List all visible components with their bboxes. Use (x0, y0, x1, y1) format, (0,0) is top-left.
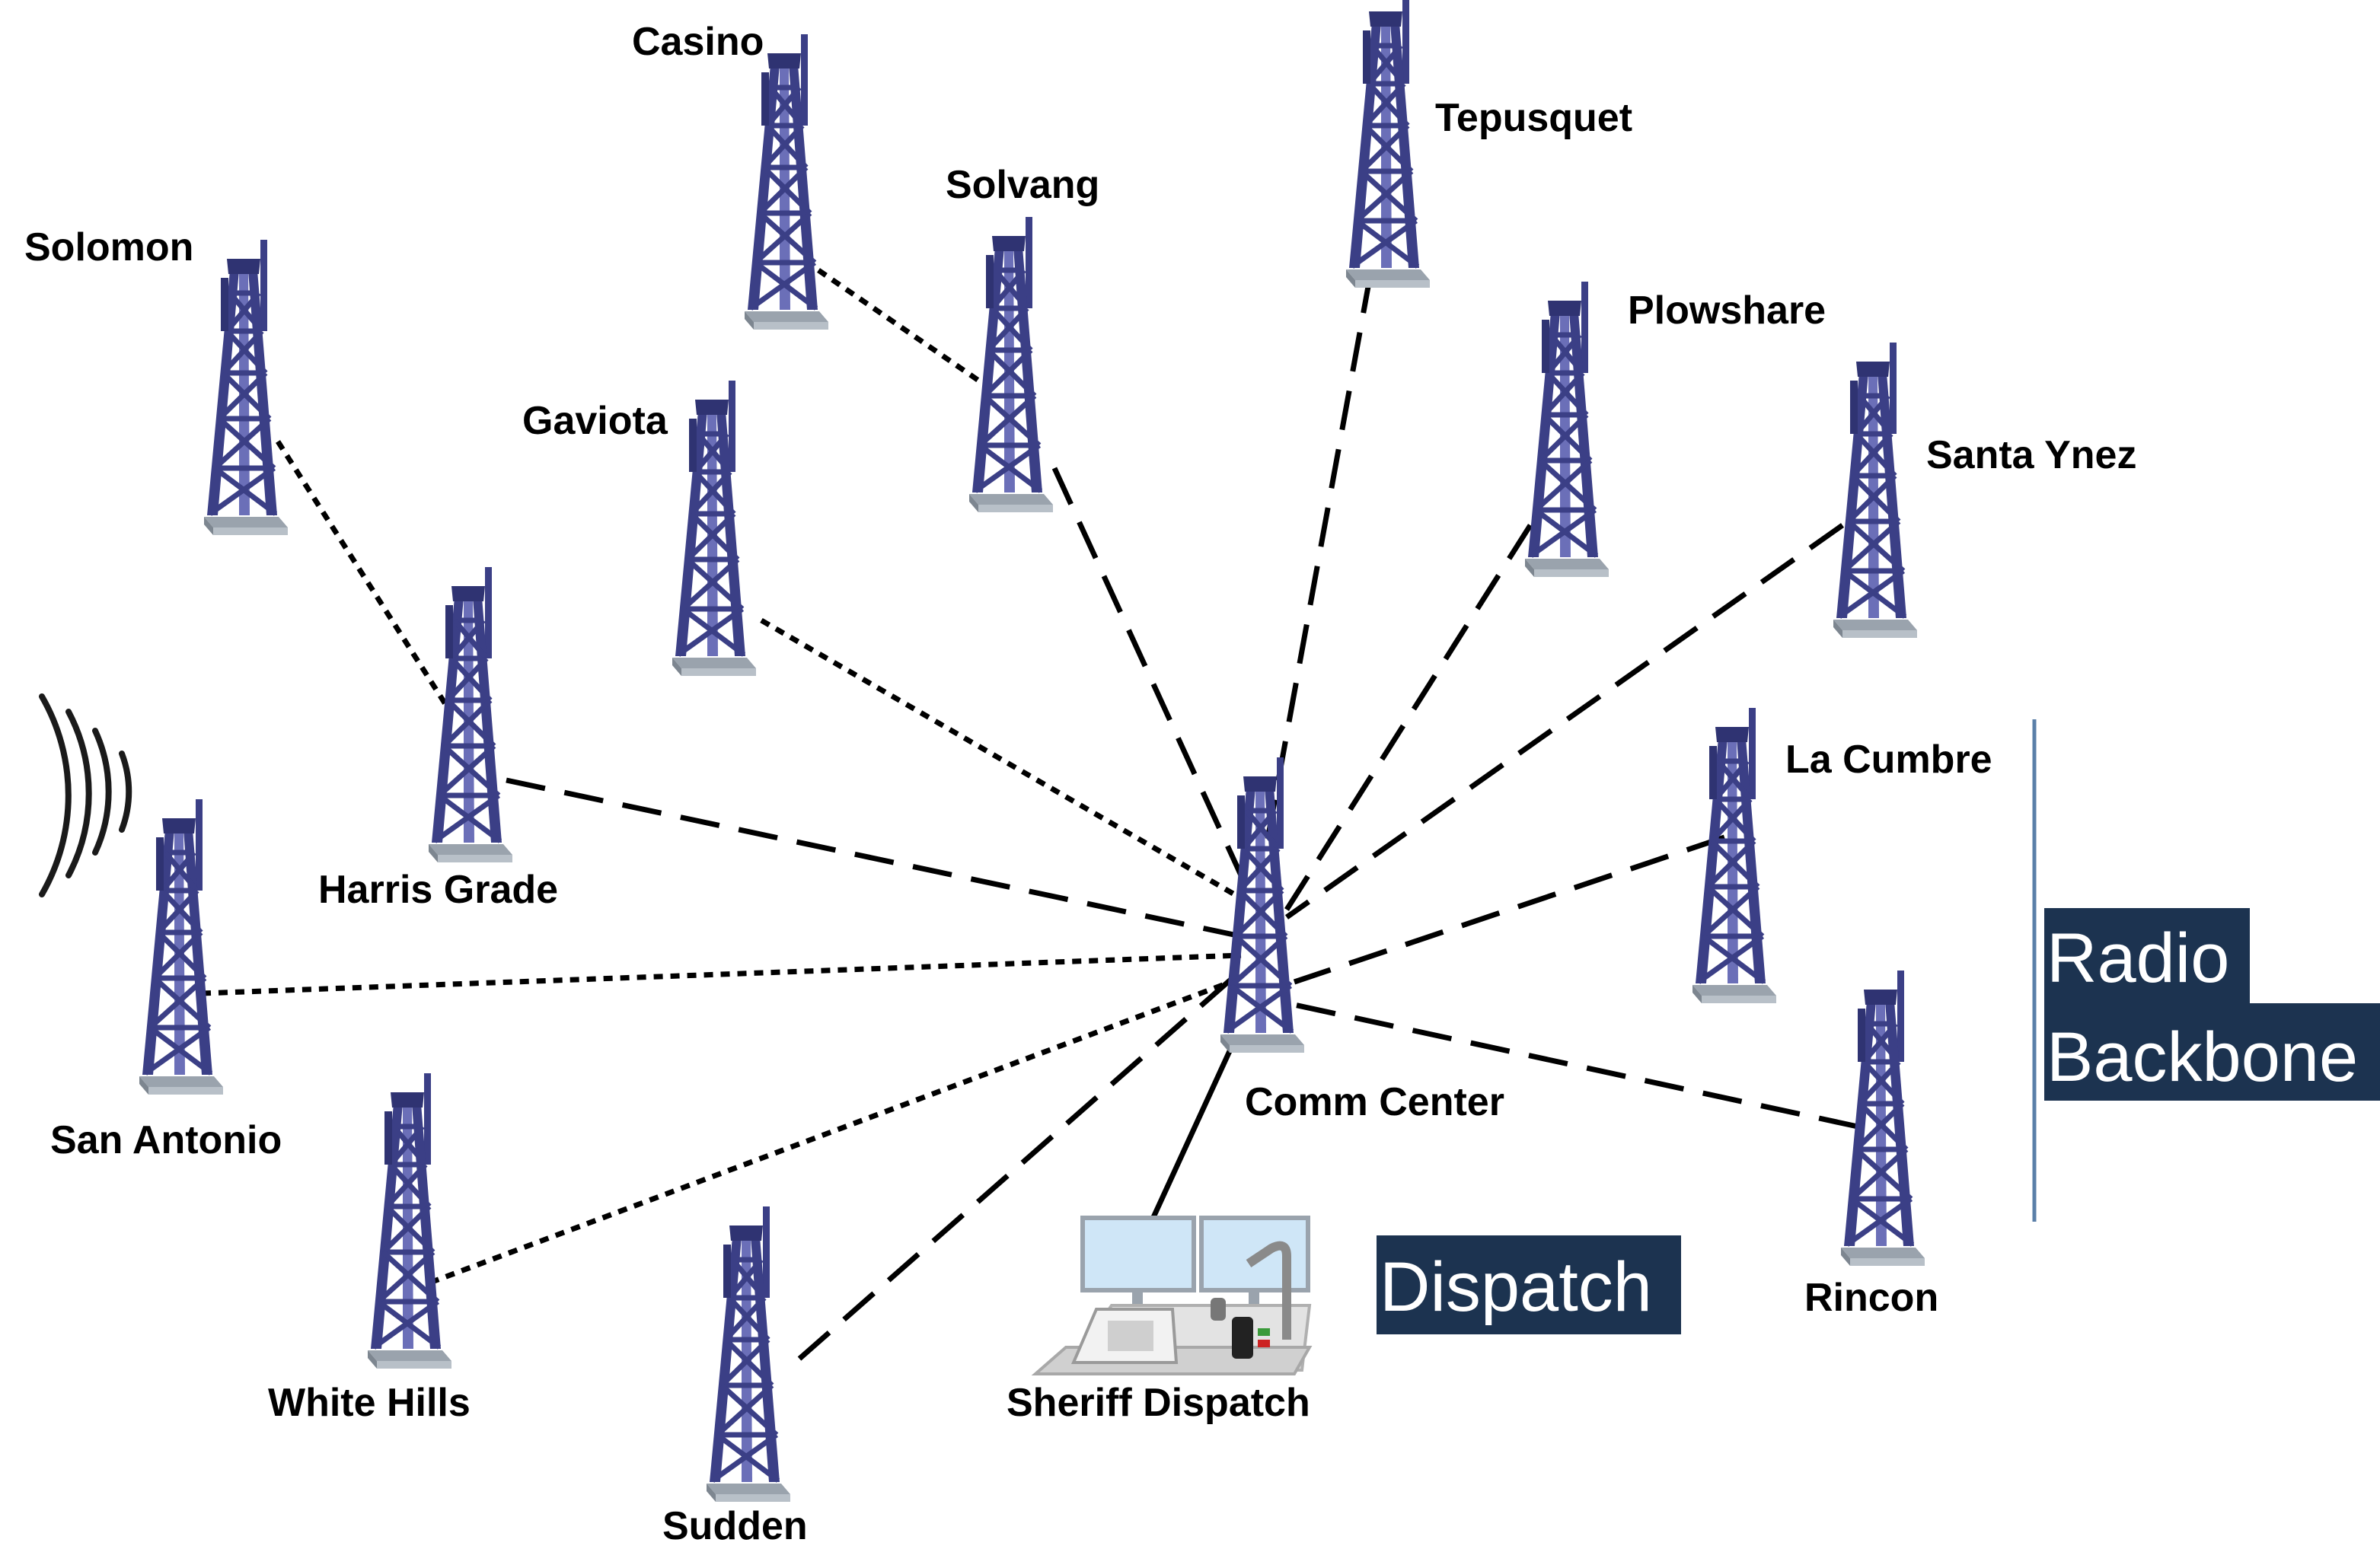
link-rincon-comm (1294, 1002, 1858, 1130)
link-sudden-comm (797, 968, 1243, 1361)
tower-gaviota (672, 381, 756, 676)
label-rincon: Rincon (1804, 1276, 1938, 1320)
dispatch-box: Dispatch (1377, 1235, 1681, 1334)
link-sanantonio-comm (201, 952, 1242, 996)
label-harris-grade: Harris Grade (318, 868, 558, 912)
tower-santa-ynez (1833, 343, 1917, 638)
tower-san-antonio (139, 799, 223, 1095)
tower-white-hills (368, 1073, 451, 1369)
tower-rincon (1841, 971, 1925, 1266)
tower-solomon (204, 240, 288, 535)
link-comm-sheriff (1147, 1041, 1236, 1227)
label-casino: Casino (632, 20, 764, 64)
label-solomon: Solomon (24, 225, 193, 269)
label-plowshare: Plowshare (1628, 288, 1826, 333)
label-comm-center: Comm Center (1245, 1080, 1504, 1124)
label-sheriff-dispatch: Sheriff Dispatch (1007, 1381, 1310, 1425)
link-whitehills-comm (429, 975, 1243, 1286)
link-casino-solvang (817, 268, 991, 390)
label-white-hills: White Hills (268, 1381, 471, 1425)
label-solvang: Solvang (946, 163, 1099, 207)
radio-backbone-box: Radio Backbone (2044, 908, 2380, 1101)
tower-casino (745, 34, 828, 330)
link-solomon-harris (276, 440, 448, 706)
label-gaviota: Gaviota (522, 399, 668, 443)
label-tepusquet: Tepusquet (1435, 96, 1632, 140)
link-solvang-comm (1051, 467, 1244, 877)
tower-plowshare (1525, 282, 1609, 577)
label-la-cumbre: La Cumbre (1785, 738, 1992, 782)
label-santa-ynez: Santa Ynez (1926, 433, 2136, 477)
dispatch-label: Dispatch (1380, 1248, 1652, 1326)
tower-sudden (707, 1206, 790, 1502)
tower-harris-grade (429, 567, 512, 862)
radio-backbone-line2: Backbone (2047, 1018, 2358, 1096)
link-plowshare-comm (1284, 524, 1533, 911)
tower-tepusquet (1346, 0, 1430, 288)
radio-backbone-line1: Radio (2047, 920, 2229, 997)
label-san-antonio: San Antonio (50, 1118, 282, 1162)
link-harris-comm (506, 777, 1242, 939)
label-sudden: Sudden (662, 1504, 808, 1548)
link-gaviota-comm (760, 617, 1243, 901)
link-lacumbre-comm (1293, 834, 1726, 985)
link-santaynez-comm (1284, 523, 1845, 920)
dispatch-console-icon (1031, 1216, 1313, 1375)
tower-solvang (969, 217, 1053, 512)
radio-signal-icon (39, 693, 132, 897)
tower-la-cumbre (1692, 708, 1776, 1003)
